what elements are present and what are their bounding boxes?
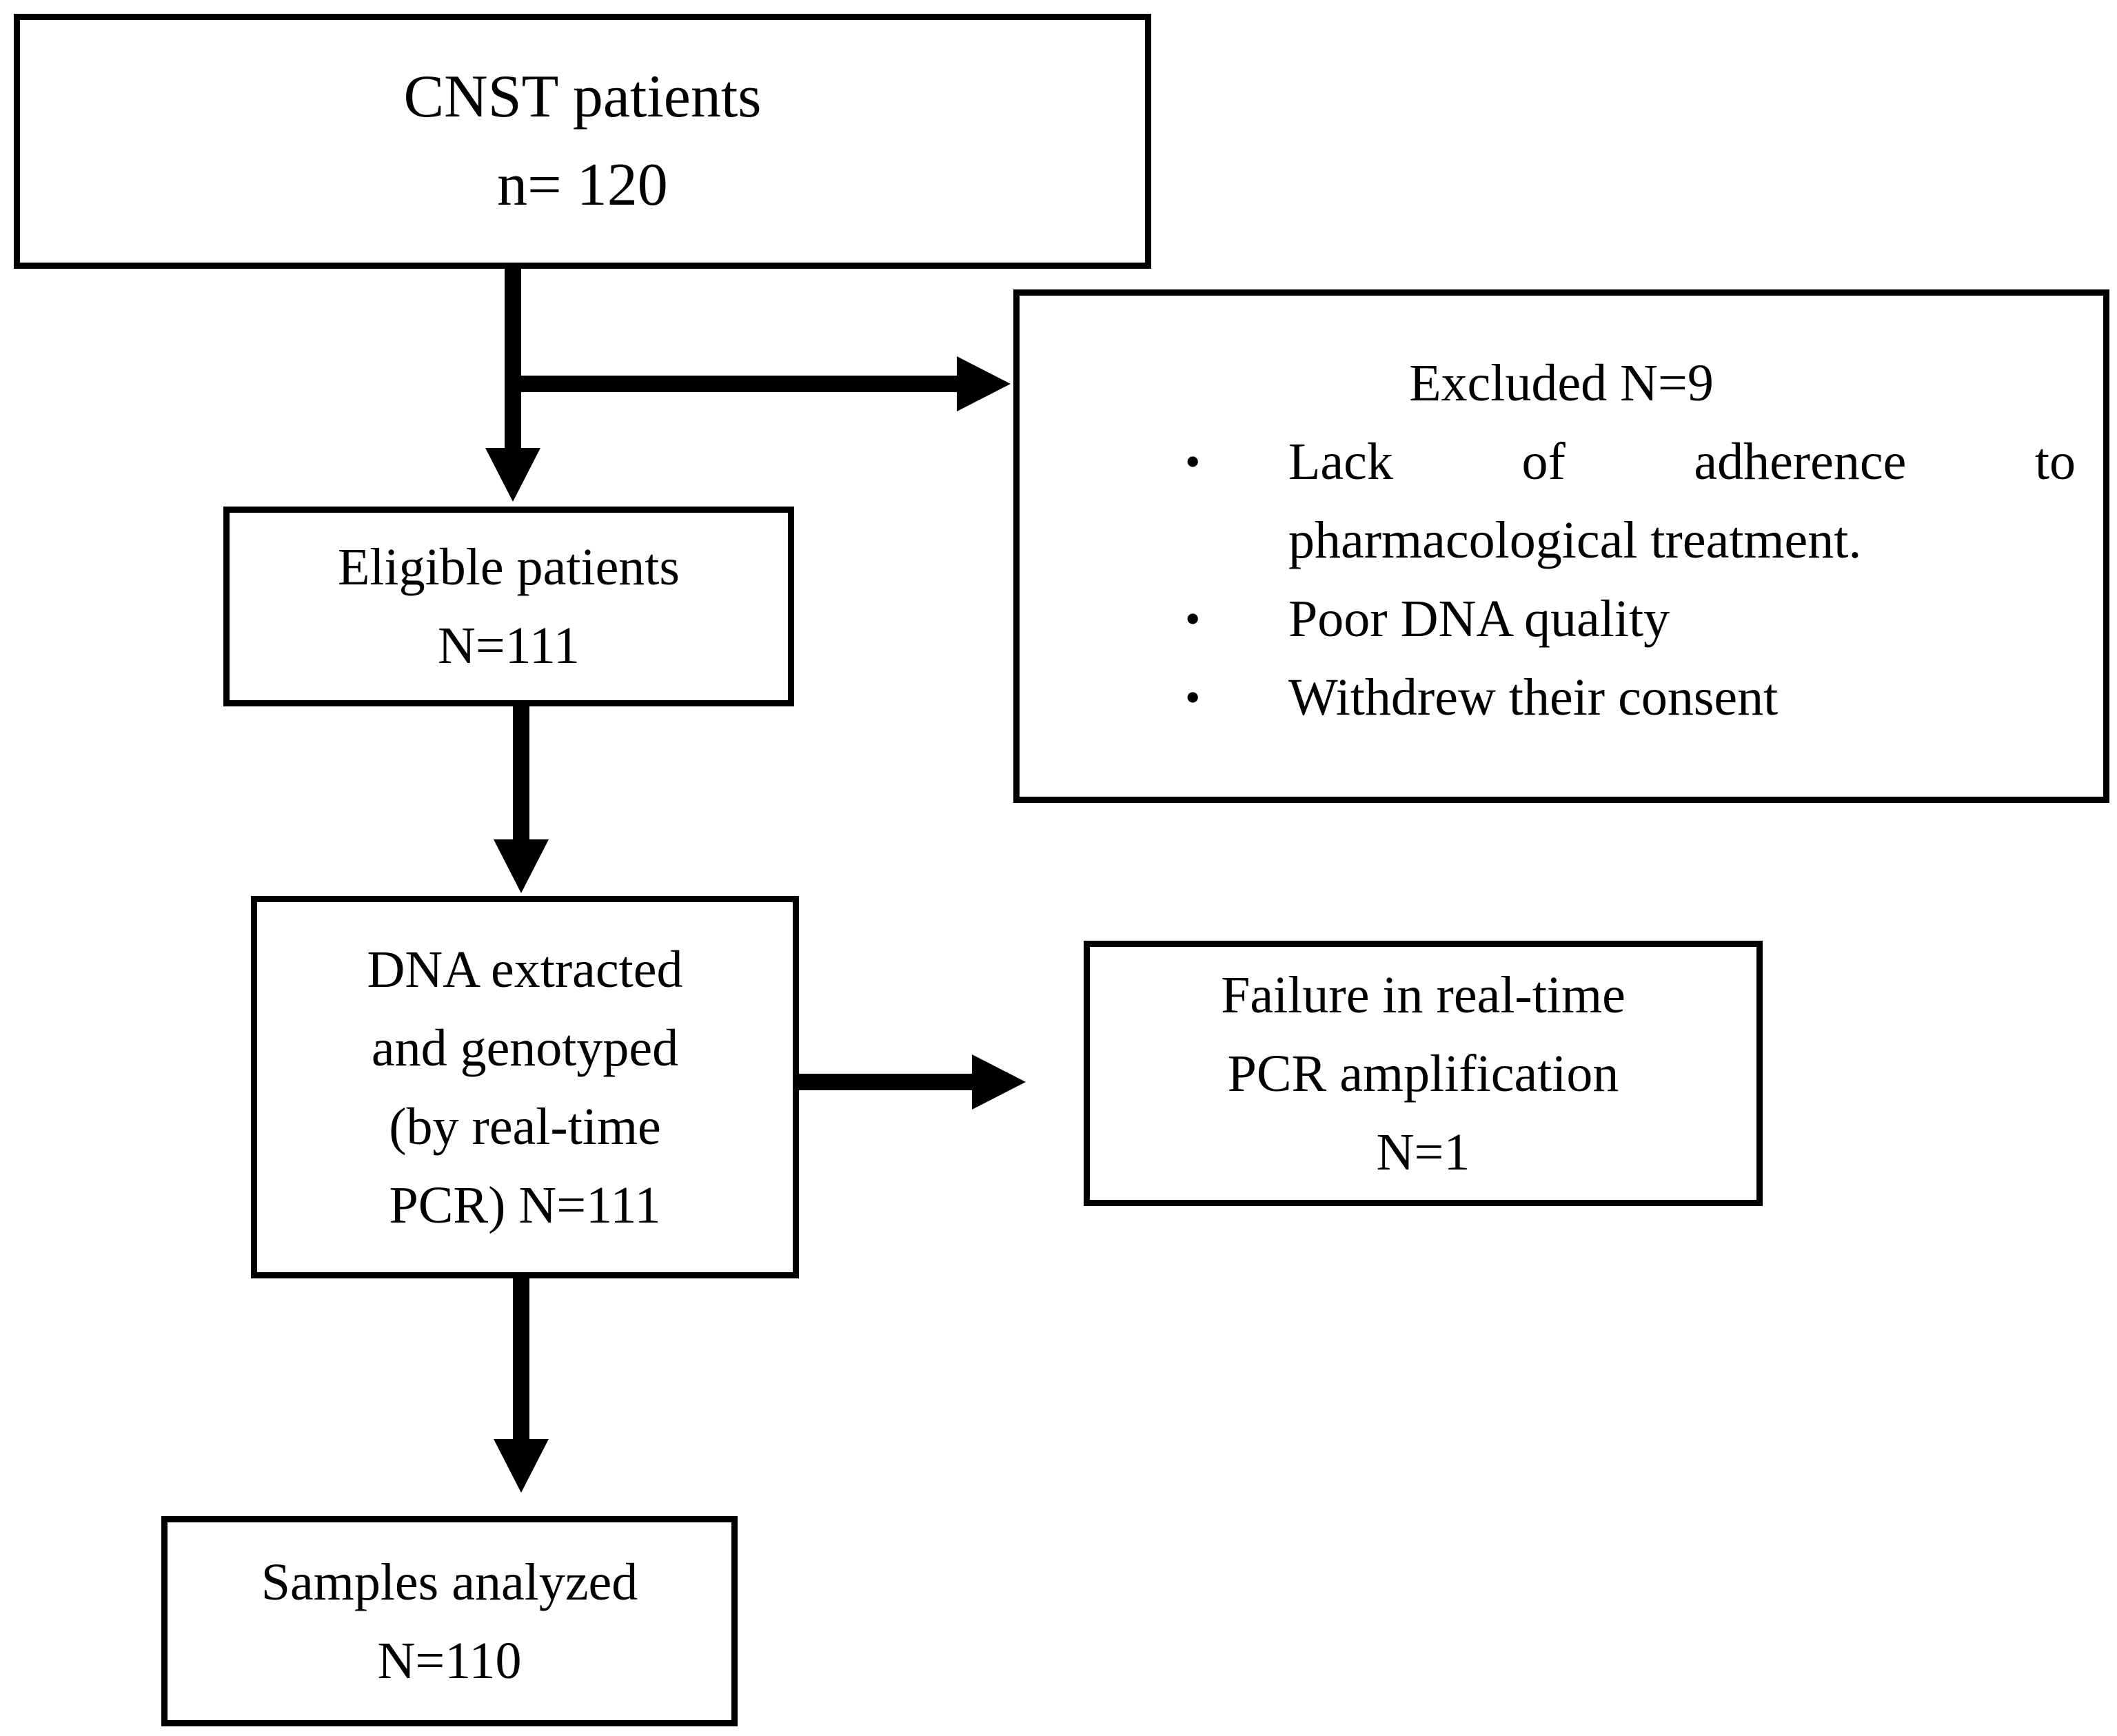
arrow-dna-to-samples-stem [513, 1278, 529, 1439]
node-failure-line-3: N=1 [1376, 1123, 1470, 1181]
arrow-cnst-to-eligible-stem [505, 269, 521, 448]
excluded-bullet-item: • Lack of adherence to pharmacological t… [1185, 422, 2076, 580]
node-cnst-line-2: n= 120 [497, 152, 668, 218]
bullet-icon: • [1185, 673, 1201, 722]
node-samples-line-1: Samples analyzed [261, 1553, 638, 1611]
excluded-bullet-text: Poor DNA quality [1288, 590, 1670, 648]
excluded-bullet-1-line-2: pharmacological treatment. [1288, 511, 1862, 569]
excluded-bullet-text: Withdrew their consent [1288, 668, 1779, 726]
node-eligible-patients: Eligible patients N=111 [223, 507, 794, 706]
node-excluded: Excluded N=9 • Lack of adherence to phar… [1013, 289, 2109, 803]
arrow-dna-to-samples-head-icon [494, 1439, 549, 1493]
excluded-bullet-list: • Lack of adherence to pharmacological t… [1020, 422, 2103, 737]
node-cnst-line-1: CNST patients [403, 63, 762, 131]
node-dna-line-3: (by real-time [389, 1097, 661, 1156]
node-failure-line-2: PCR amplification [1227, 1044, 1619, 1103]
bullet-icon: • [1185, 437, 1201, 486]
node-samples-line-2: N=110 [377, 1631, 522, 1690]
node-pcr-failure: Failure in real-time PCR amplification N… [1084, 941, 1763, 1206]
bullet-icon: • [1185, 594, 1201, 643]
arrow-branch-to-excluded-head-icon [957, 356, 1011, 411]
arrow-eligible-to-dna-head-icon [494, 839, 549, 893]
node-dna-line-4: PCR) N=111 [389, 1176, 661, 1234]
excluded-bullet-item: • Withdrew their consent [1185, 658, 2076, 737]
arrow-dna-to-failure-stem [799, 1074, 972, 1090]
node-samples-analyzed: Samples analyzed N=110 [161, 1516, 738, 1726]
node-dna-line-1: DNA extracted [367, 940, 683, 999]
node-dna-extracted: DNA extracted and genotyped (by real-tim… [251, 896, 799, 1278]
node-cnst-patients: CNST patients n= 120 [14, 14, 1151, 269]
arrow-dna-to-failure-head-icon [972, 1054, 1026, 1110]
excluded-bullet-text: Lack of adherence to pharmacological tre… [1288, 422, 2076, 580]
excluded-bullet-item: • Poor DNA quality [1185, 580, 2076, 658]
excluded-bullet-1-line-1: Lack of adherence to [1288, 433, 2076, 491]
arrow-cnst-to-eligible-head-icon [485, 448, 540, 502]
node-eligible-line-2: N=111 [437, 617, 580, 675]
node-failure-line-1: Failure in real-time [1221, 966, 1625, 1024]
node-dna-line-2: and genotyped [371, 1019, 679, 1077]
arrow-branch-to-excluded-stem [505, 376, 958, 392]
node-eligible-line-1: Eligible patients [337, 538, 680, 596]
arrow-eligible-to-dna-stem [513, 706, 529, 839]
excluded-title: Excluded N=9 [1409, 354, 1714, 412]
